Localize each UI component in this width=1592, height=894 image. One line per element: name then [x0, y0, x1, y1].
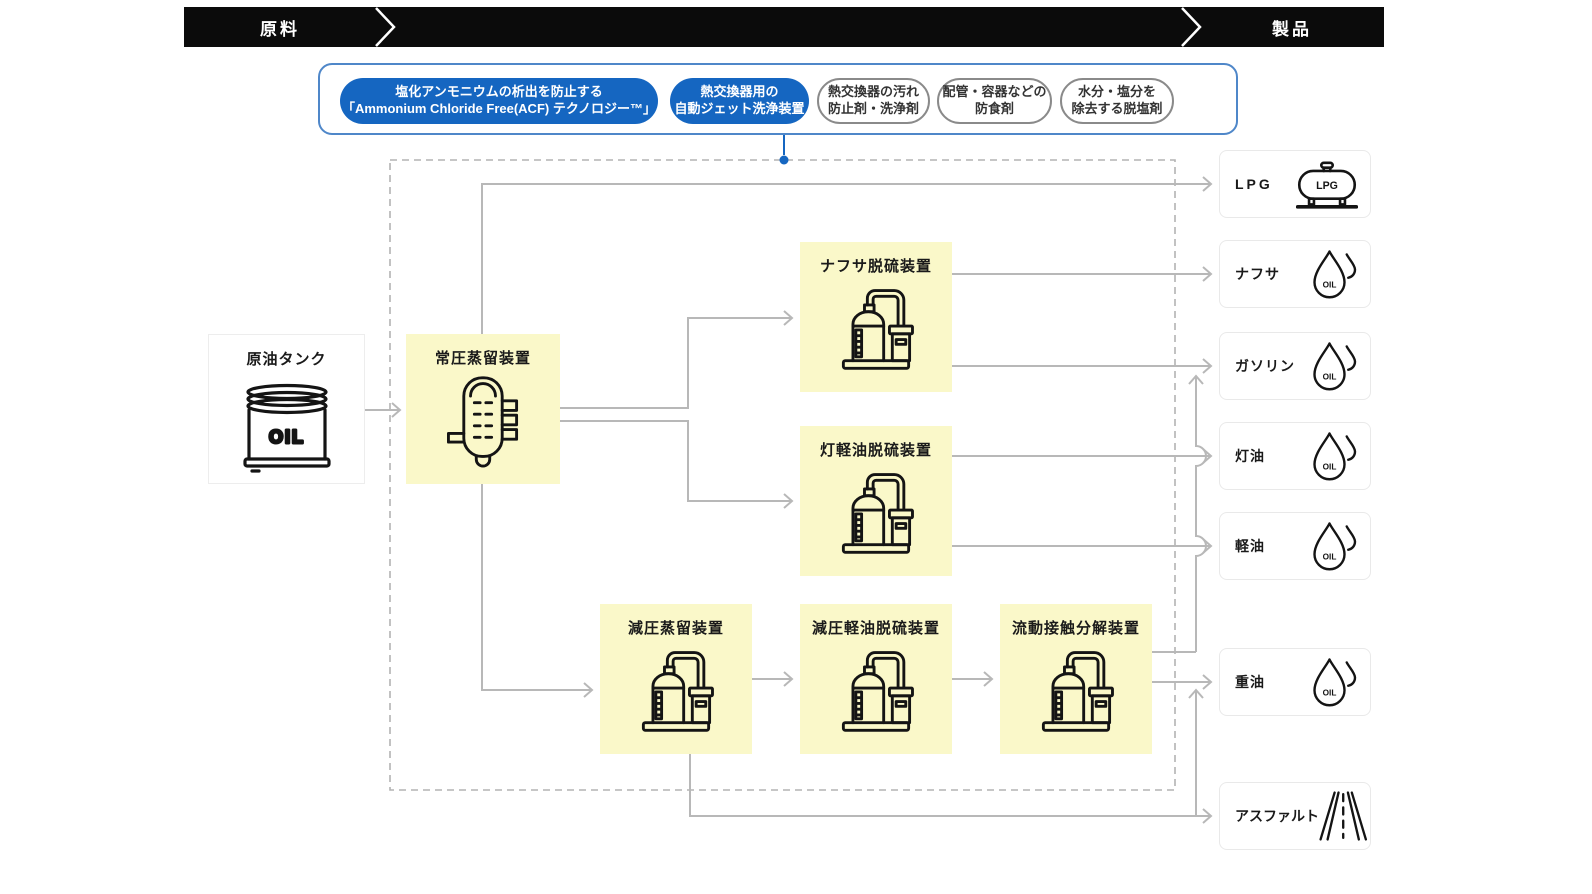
product-label: 灯油: [1235, 448, 1265, 464]
oil-drop-text: OIL: [1323, 689, 1337, 698]
oil-drop-icon: OIL: [1310, 429, 1358, 483]
product-kerosene: 灯油 OIL: [1219, 422, 1371, 490]
product-heavy-oil: 重油 OIL: [1219, 648, 1371, 716]
pill-corrosion-inhibitor: 配管・容器などの 防食剤: [937, 78, 1052, 124]
product-label: ナフサ: [1235, 266, 1280, 282]
oil-drop-text: OIL: [1323, 463, 1337, 472]
unit-fluid-catalytic-cracking: 流動接触分解装置: [1000, 604, 1152, 754]
product-gasoline: ガソリン OIL: [1219, 332, 1371, 400]
oil-drop-icon: OIL: [1310, 339, 1358, 393]
product-label: LPG: [1235, 176, 1273, 192]
oil-drop-icon: OIL: [1310, 247, 1358, 301]
pill-line: 防食剤: [974, 101, 1014, 116]
oil-drop-text: OIL: [1323, 553, 1337, 562]
flow-atmospheric-to-kerosene-hds: [560, 420, 794, 509]
unit-label: 灯軽油脱硫装置: [819, 442, 932, 459]
product-naphtha: ナフサ OIL: [1219, 240, 1371, 308]
pill-line: 「Ammonium Chloride Free(ACF) テクノロジー™」: [341, 101, 657, 116]
pill-line: 熱交換器用の: [700, 84, 779, 100]
lpg-tank-icon: LPG: [1296, 157, 1358, 211]
pill-line: 自動ジェット洗浄装置: [674, 101, 805, 116]
flow-atmospheric-to-vacuum: [481, 484, 594, 698]
top-banner: 原料 製品: [184, 7, 1384, 47]
pill-line: 除去する脱塩剤: [1071, 101, 1163, 116]
unit-vacuum-distillation: 減圧蒸留装置: [600, 604, 752, 754]
flow-atmospheric-to-lpg: [481, 176, 1213, 334]
dashed-boundary: [389, 159, 1176, 791]
technology-group: 塩化アンモニウムの析出を防止する 「Ammonium Chloride Free…: [318, 63, 1238, 135]
unit-naphtha-desulfurization: ナフサ脱硫装置: [800, 242, 952, 392]
banner-chevrons: [375, 7, 1202, 47]
refinery-unit-icon: [1028, 642, 1124, 738]
road-icon: [1319, 790, 1369, 842]
refinery-unit-icon: [828, 464, 924, 560]
pill-line: 水分・塩分を: [1077, 84, 1156, 100]
banner-product-label: 製品: [1272, 19, 1312, 39]
crude-oil-tank-box: 原油タンク OIL: [208, 334, 365, 484]
oil-drop-text: OIL: [1323, 281, 1337, 290]
distillation-column-icon: [435, 372, 531, 468]
unit-kerosene-gasoil-desulfurization: 灯軽油脱硫装置: [800, 426, 952, 576]
chevron-right-icon: [375, 7, 396, 47]
product-label: 重油: [1235, 674, 1265, 690]
unit-label: ナフサ脱硫装置: [819, 258, 932, 275]
pill-desalter: 水分・塩分を 除去する脱塩剤: [1060, 78, 1174, 124]
oil-tank-text: OIL: [269, 427, 305, 447]
product-label: 軽油: [1235, 538, 1265, 554]
oil-drop-text: OIL: [1323, 373, 1337, 382]
unit-atmospheric-distillation: 常圧蒸留装置: [406, 334, 560, 484]
flow-fcc-riser-to-gasoline: [1188, 374, 1207, 652]
banner-raw-material-label: 原料: [260, 19, 300, 39]
lpg-icon-text: LPG: [1316, 180, 1338, 192]
crude-oil-tank-label: 原油タンク: [246, 351, 327, 368]
product-lpg: LPG LPG: [1219, 150, 1371, 218]
unit-label: 流動接触分解装置: [1011, 620, 1140, 637]
pill-antifoulant-cleaner: 熱交換器の汚れ 防止剤・洗浄剤: [817, 78, 930, 124]
flow-vacuum-to-asphalt: [689, 754, 1213, 824]
refinery-unit-icon: [628, 642, 724, 738]
pill-line: 配管・容器などの: [942, 84, 1047, 100]
unit-label: 減圧軽油脱硫装置: [811, 620, 940, 637]
unit-label: 常圧蒸留装置: [434, 350, 531, 367]
chevron-right-icon: [1181, 7, 1202, 47]
pill-line: 防止剤・洗浄剤: [827, 101, 919, 116]
refinery-unit-icon: [828, 642, 924, 738]
unit-label: 減圧蒸留装置: [627, 620, 724, 637]
product-label: ガソリン: [1235, 358, 1295, 374]
oil-drop-icon: OIL: [1310, 655, 1358, 709]
pill-acf-technology: 塩化アンモニウムの析出を防止する 「Ammonium Chloride Free…: [340, 78, 658, 124]
oil-tank-icon: OIL: [231, 373, 343, 477]
pill-auto-jet-cleaner: 熱交換器用の 自動ジェット洗浄装置: [670, 78, 809, 124]
oil-drop-icon: OIL: [1310, 519, 1358, 573]
pill-line: 塩化アンモニウムの析出を防止する: [395, 84, 603, 100]
unit-vacuum-gasoil-desulfurization: 減圧軽油脱硫装置: [800, 604, 952, 754]
pill-line: 熱交換器の汚れ: [827, 84, 919, 100]
product-label: アスファルト: [1235, 808, 1319, 824]
flow-atmospheric-to-naphtha-hds: [560, 310, 794, 409]
product-asphalt: アスファルト: [1219, 782, 1371, 850]
product-diesel: 軽油 OIL: [1219, 512, 1371, 580]
tech-connector-dot: [779, 155, 789, 165]
refinery-unit-icon: [828, 280, 924, 376]
